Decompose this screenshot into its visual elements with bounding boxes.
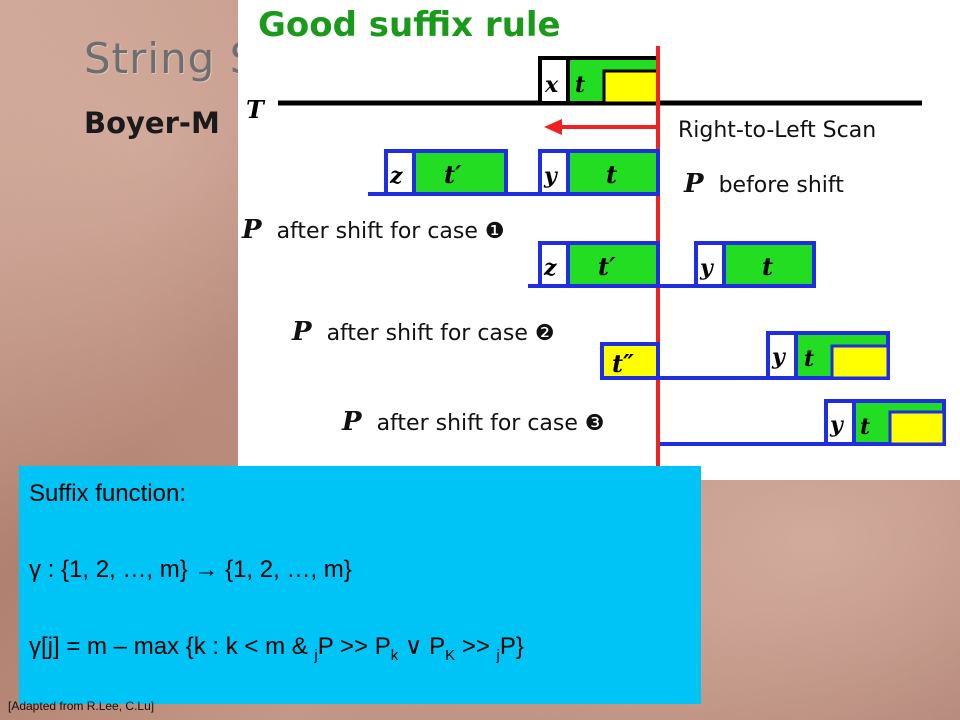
before-tprime-symbol: t′ <box>444 160 462 189</box>
def-suffix: P} <box>499 633 524 660</box>
case3-text: after shift for case ❸ <box>377 411 605 436</box>
case2-y-cell <box>766 331 798 380</box>
case2-label: P after shift for case ❷ <box>291 317 555 347</box>
def-mid1: P >> P <box>317 633 391 660</box>
case2-text: after shift for case ❷ <box>327 321 555 346</box>
case1-t-cell <box>722 241 816 288</box>
scan-arrow-head <box>544 119 562 135</box>
case1-text: after shift for case ❶ <box>277 219 505 244</box>
before-t-cell <box>566 149 660 196</box>
case2-tdouble-symbol: t″ <box>612 349 634 378</box>
text-x-symbol: x <box>544 72 559 98</box>
def-mid3: >> <box>455 633 497 660</box>
before-y-symbol: y <box>543 163 559 189</box>
case2-p: P <box>291 317 313 347</box>
case1-tprime-cell <box>566 241 660 288</box>
text-t-inner <box>602 69 660 105</box>
figure-heading: Good suffix rule <box>258 5 561 45</box>
suffix-mapping-line: γ : {1, 2, …, m} → {1, 2, …, m} <box>29 556 352 583</box>
case2-tdouble-cell <box>600 342 660 380</box>
before-shift-p: P <box>683 169 705 199</box>
before-z-symbol: z <box>389 163 403 189</box>
text-t-symbol: t <box>575 72 585 98</box>
slide-subtitle: Boyer-M <box>84 106 220 140</box>
before-shift-text: before shift <box>719 173 845 198</box>
case3-t-inner <box>888 410 946 446</box>
case3-y-symbol: y <box>829 412 845 438</box>
case2-y-symbol: y <box>771 344 787 370</box>
before-shift-label: P before shift <box>683 169 844 199</box>
case1-t-symbol: t <box>762 252 773 281</box>
good-suffix-figure: Good suffix rule T x t Right-to-Left Sca… <box>238 0 960 480</box>
case1-p: P <box>241 215 263 245</box>
def-sub-K: K <box>445 646 456 664</box>
case3-label: P after shift for case ❸ <box>341 407 605 437</box>
scan-label: Right-to-Left Scan <box>678 118 876 143</box>
text-label: T <box>246 95 266 124</box>
case3-t-symbol: t <box>860 414 870 440</box>
def-mid2: ∨ P <box>398 633 446 660</box>
case1-tprime-symbol: t′ <box>598 252 616 281</box>
case3-p: P <box>341 407 363 437</box>
suffix-function-box: Suffix function: γ : {1, 2, …, m} → {1, … <box>19 466 701 704</box>
case1-z-cell <box>538 241 570 288</box>
before-tprime-cell <box>412 149 508 196</box>
def-sub-j1: j <box>314 646 318 664</box>
suffix-definition-line: γ[j] = m – max {k : k < m & jP >> Pk ∨ P… <box>29 632 524 664</box>
slide-title: String S <box>84 34 258 83</box>
case2-t-inner <box>830 344 890 380</box>
credit-note: [Adapted from R.Lee, C.Lu] <box>8 699 155 713</box>
def-sub-k: k <box>390 646 399 664</box>
def-prefix: γ[j] = m – max {k : k < m & <box>29 633 315 660</box>
suffix-heading: Suffix function: <box>29 480 186 507</box>
case2-t-symbol: t <box>804 346 814 372</box>
case1-z-symbol: z <box>543 255 557 281</box>
before-t-symbol: t <box>606 160 617 189</box>
def-sub-j2: j <box>496 646 500 664</box>
case1-label: P after shift for case ❶ <box>241 215 505 245</box>
case1-y-symbol: y <box>699 255 715 281</box>
